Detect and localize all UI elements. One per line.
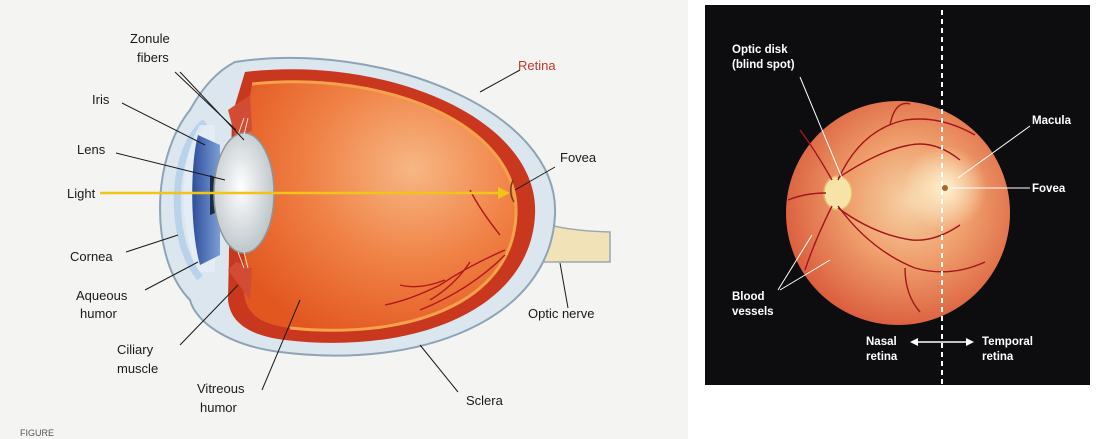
label-temporal-1: Temporal bbox=[982, 336, 1033, 348]
label-nasal-1: Nasal bbox=[866, 336, 897, 348]
label-zonule-fibers-1: Zonule bbox=[130, 31, 170, 46]
label-fovea-left: Fovea bbox=[560, 150, 597, 165]
label-ciliary-muscle-2: muscle bbox=[117, 361, 158, 376]
label-temporal-2: retina bbox=[982, 351, 1014, 363]
label-light: Light bbox=[67, 186, 96, 201]
label-optic-disk-2: (blind spot) bbox=[732, 59, 795, 71]
label-retina: Retina bbox=[518, 58, 556, 73]
figure-caption: FIGURE bbox=[20, 428, 54, 438]
label-cornea: Cornea bbox=[70, 249, 113, 264]
label-aqueous-humor-1: Aqueous bbox=[76, 288, 128, 303]
label-fovea-right: Fovea bbox=[1032, 183, 1066, 195]
label-blood-vessels-2: vessels bbox=[732, 306, 774, 318]
label-optic-nerve: Optic nerve bbox=[528, 306, 594, 321]
label-sclera: Sclera bbox=[466, 393, 504, 408]
label-optic-disk-1: Optic disk bbox=[732, 44, 788, 56]
label-nasal-2: retina bbox=[866, 351, 898, 363]
optic-disk-shape bbox=[824, 176, 852, 210]
label-macula: Macula bbox=[1032, 115, 1072, 127]
fundus-image bbox=[786, 101, 1010, 325]
label-zonule-fibers-2: fibers bbox=[137, 50, 169, 65]
label-vitreous-humor-2: humor bbox=[200, 400, 238, 415]
label-blood-vessels-1: Blood bbox=[732, 291, 765, 303]
label-ciliary-muscle-1: Ciliary bbox=[117, 342, 154, 357]
label-vitreous-humor-1: Vitreous bbox=[197, 381, 245, 396]
label-iris: Iris bbox=[92, 92, 110, 107]
label-aqueous-humor-2: humor bbox=[80, 306, 118, 321]
label-lens: Lens bbox=[77, 142, 106, 157]
